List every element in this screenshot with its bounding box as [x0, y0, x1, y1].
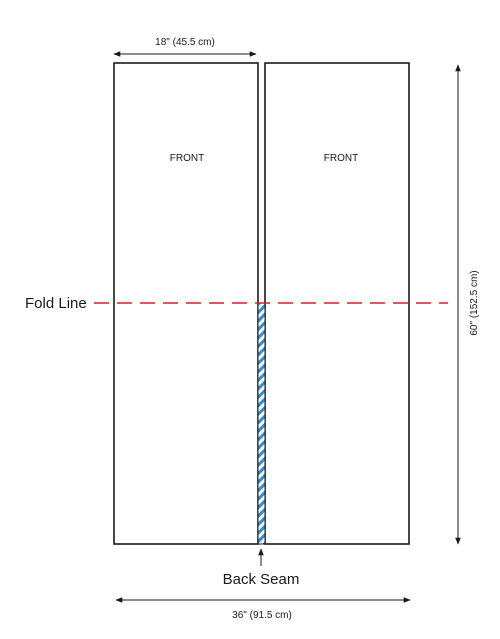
panel-width-label: 18" (45.5 cm) [155, 37, 215, 48]
back-seam-label: Back Seam [223, 571, 300, 588]
fold-line-label: Fold Line [25, 295, 87, 312]
front-panel-left-label: FRONT [170, 153, 204, 164]
back-seam-strip [257, 302, 266, 545]
total-width-label: 36" (91.5 cm) [232, 610, 292, 621]
height-label: 60" (152.5 cm) [469, 270, 480, 335]
front-panel-right-label: FRONT [324, 153, 358, 164]
